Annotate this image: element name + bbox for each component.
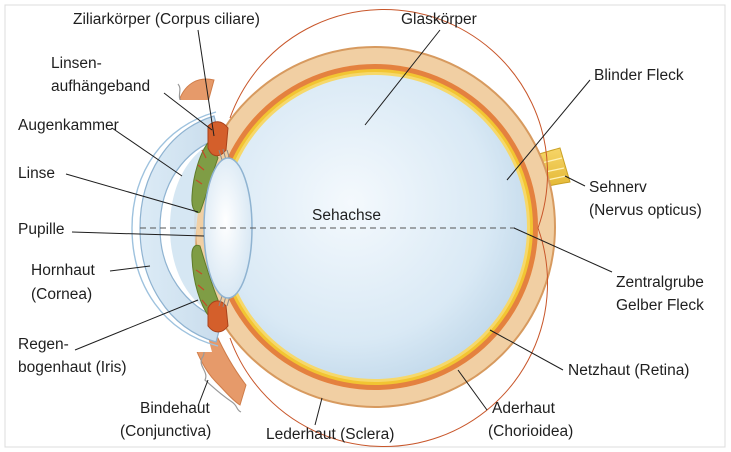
- label-pupille: Pupille: [18, 220, 65, 240]
- leader-lederhaut: [315, 398, 322, 425]
- label-sehachse: Sehachse: [312, 206, 381, 226]
- vitreous-body: [223, 75, 527, 379]
- label-linsen-line1: Linsen-: [51, 54, 102, 74]
- label-hornhaut-line2: (Cornea): [31, 285, 92, 305]
- label-linsen-line2: aufhängeband: [51, 77, 150, 97]
- label-linse: Linse: [18, 164, 55, 184]
- label-hornhaut-line1: Hornhaut: [31, 261, 95, 281]
- label-zentral-line1: Zentralgrube: [616, 273, 704, 293]
- label-regen-line2: bogenhaut (Iris): [18, 358, 127, 378]
- ciliary-body-upper: [208, 122, 228, 156]
- label-blinder-fleck: Blinder Fleck: [594, 66, 684, 86]
- label-regen-line1: Regen-: [18, 335, 69, 355]
- label-aderhaut-line2: (Chorioidea): [488, 422, 573, 442]
- label-aderhaut-line1: Aderhaut: [492, 399, 555, 419]
- label-bindehaut-line1: Bindehaut: [140, 399, 210, 419]
- label-netzhaut: Netzhaut (Retina): [568, 361, 689, 381]
- label-augenkammer: Augenkammer: [18, 116, 119, 136]
- label-bindehaut-line2: (Conjunctiva): [120, 422, 211, 442]
- label-lederhaut: Lederhaut (Sclera): [266, 425, 394, 445]
- label-ziliarkoerper: Ziliarkörper (Corpus ciliare): [73, 10, 260, 30]
- label-glaskoerper: Glaskörper: [401, 10, 477, 30]
- label-zentral-line2: Gelber Fleck: [616, 296, 704, 316]
- label-sehnerv-line1: Sehnerv: [589, 178, 647, 198]
- ciliary-body-lower: [208, 301, 228, 332]
- label-sehnerv-line2: (Nervus opticus): [589, 201, 702, 221]
